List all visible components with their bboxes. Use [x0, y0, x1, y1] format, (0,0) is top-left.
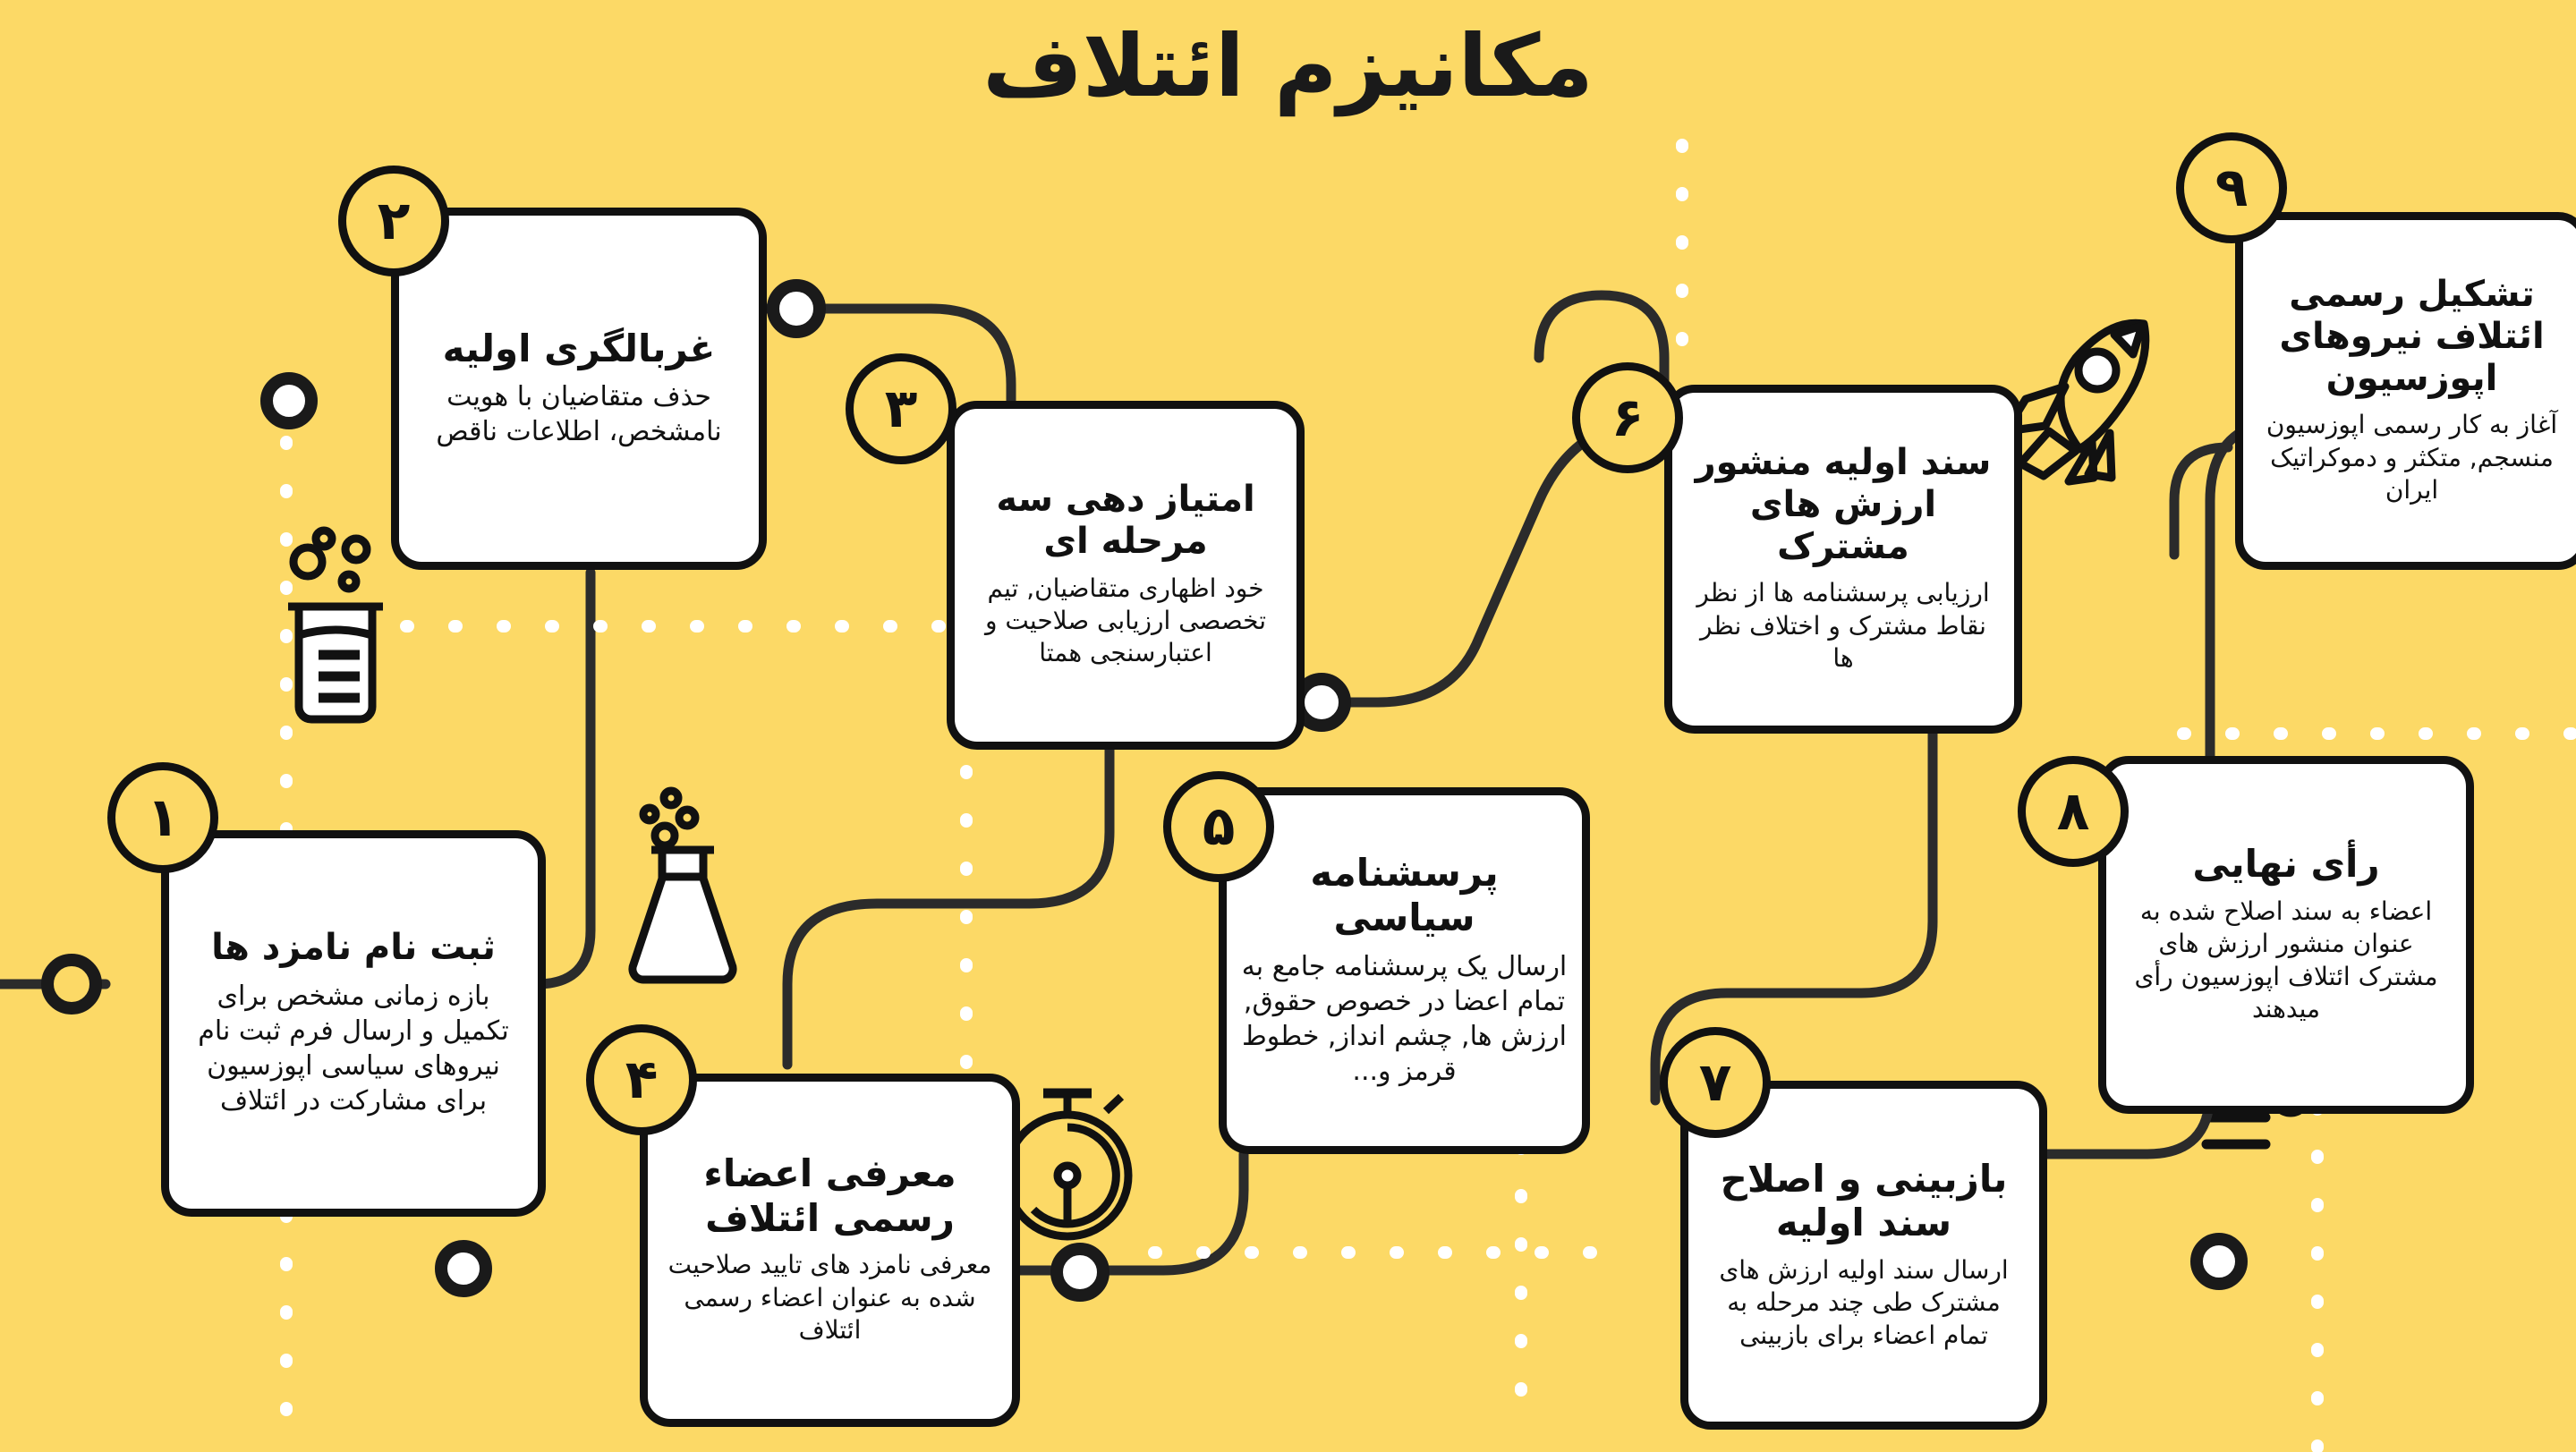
node-2-3 [767, 279, 826, 338]
step-4-body: معرفی نامزد های تایید صلاحیت شده به عنوا… [667, 1250, 992, 1346]
step-3-badge[interactable]: ۳ [846, 353, 956, 464]
deco-ring-left-top [260, 372, 318, 429]
step-4-badge[interactable]: ۴ [586, 1024, 697, 1135]
step-1-number: ۱ [146, 786, 180, 849]
step-2-title: غربالگری اولیه [442, 326, 716, 370]
wire-9-stub [2169, 442, 2233, 560]
step-7-title: بازبینی و اصلاح سند اولیه [1720, 1156, 2008, 1245]
step-5-badge[interactable]: ۵ [1163, 771, 1274, 882]
wire-6-7 [1650, 728, 1938, 1106]
node-5-top [1292, 673, 1351, 732]
wire-4-5 [1077, 1149, 1249, 1276]
step-8-body: اعضاء به سند اصلاح شده به عنوان منشور ار… [2134, 896, 2438, 1024]
step-9-number: ۹ [2215, 157, 2249, 219]
step-7-badge[interactable]: ۷ [1660, 1027, 1771, 1138]
step-card-2[interactable]: غربالگری اولیه حذف متقاضیان با هویت نامش… [391, 208, 767, 570]
step-4-title: معرفی اعضاء رسمی ائتلاف [703, 1151, 956, 1240]
step-card-7[interactable]: بازبینی و اصلاح سند اولیه ارسال سند اولی… [1680, 1081, 2047, 1430]
step-card-8[interactable]: رأی نهایی اعضاء به سند اصلاح شده به عنوا… [2098, 756, 2474, 1114]
step-2-badge[interactable]: ۲ [338, 166, 449, 276]
step-card-6[interactable]: سند اولیه منشور ارزش های مشترک ارزیابی پ… [1664, 385, 2022, 734]
step-card-3[interactable]: امتیاز دهی سه مرحله ای خود اظهاری متقاضی… [947, 401, 1305, 750]
step-3-number: ۳ [884, 378, 918, 440]
step-9-body: آغاز به کار رسمی اپوزسیون منسجم, متکثر و… [2266, 410, 2558, 505]
step-4-number: ۴ [625, 1049, 659, 1111]
step-9-title: تشکیل رسمی ائتلاف نیروهای اپوزسیون [2279, 273, 2545, 399]
step-7-number: ۷ [1698, 1051, 1732, 1114]
step-card-1[interactable]: ثبت نام نامزد ها بازه زمانی مشخص برای تک… [161, 830, 546, 1217]
rocket-icon [2002, 318, 2150, 486]
step-6-badge[interactable]: ۶ [1572, 362, 1683, 473]
step-5-title: پرسشنامه سیاسی [1310, 851, 1499, 939]
deco-ring-bottom-right [2190, 1233, 2248, 1290]
step-6-title: سند اولیه منشور ارزش های مشترک [1695, 441, 1992, 567]
step-8-number: ۸ [2056, 780, 2090, 843]
node-entry [41, 954, 102, 1015]
wire-2-3b [925, 303, 1016, 426]
wire-1-2 [531, 567, 596, 989]
step-5-body: ارسال یک پرسشنامه جامع به تمام اعضا در خ… [1241, 950, 1568, 1087]
step-card-4[interactable]: معرفی اعضاء رسمی ائتلاف معرفی نامزد های … [640, 1074, 1020, 1427]
step-2-number: ۲ [377, 190, 411, 252]
deco-ring-bottom-left [435, 1240, 492, 1297]
step-6-body: ارزیابی پرسشنامه ها از نظر نقاط مشترک و … [1696, 578, 1990, 673]
step-1-title: ثبت نام نامزد ها [211, 927, 496, 969]
step-5-number: ۵ [1202, 795, 1236, 858]
step-1-badge[interactable]: ۱ [107, 762, 218, 873]
step-9-badge[interactable]: ۹ [2176, 132, 2287, 243]
node-4-5 [1050, 1243, 1109, 1302]
wire-6-loop [1534, 290, 1670, 417]
flask-icon [628, 786, 737, 984]
stopwatch-icon [1002, 1088, 1133, 1241]
step-6-number: ۶ [1611, 386, 1645, 449]
step-8-badge[interactable]: ۸ [2018, 756, 2129, 867]
step-card-9[interactable]: تشکیل رسمی ائتلاف نیروهای اپوزسیون آغاز … [2235, 212, 2576, 570]
step-2-body: حذف متقاضیان با هویت نامشخص، اطلاعات ناق… [436, 381, 722, 448]
step-card-5[interactable]: پرسشنامه سیاسی ارسال یک پرسشنامه جامع به… [1219, 787, 1590, 1154]
beaker-icon [288, 526, 383, 724]
step-3-title: امتیاز دهی سه مرحله ای [996, 479, 1255, 563]
step-1-body: بازه زمانی مشخص برای تکمیل و ارسال فرم ث… [198, 980, 509, 1117]
step-3-body: خود اظهاری متقاضیان, تیم تخصصی ارزیابی ص… [984, 573, 1266, 668]
step-7-body: ارسال سند اولیه ارزش های مشترک طی چند مر… [1719, 1254, 2009, 1350]
wire-3-4 [782, 737, 1115, 1070]
step-8-title: رأی نهایی [2192, 842, 2380, 887]
